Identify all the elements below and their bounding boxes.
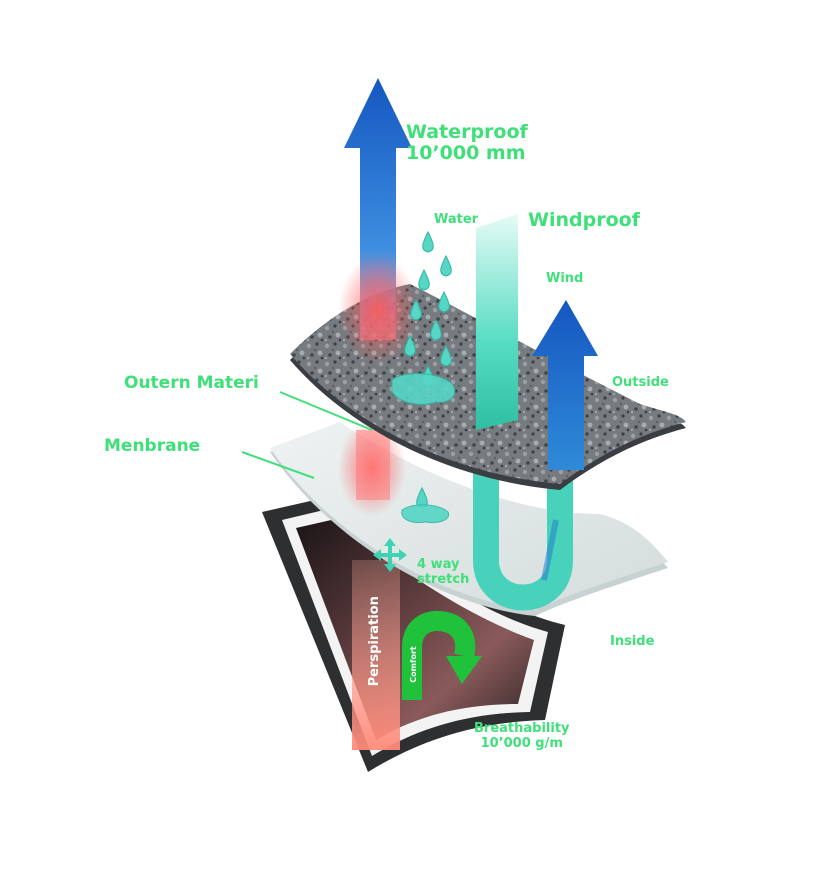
perspiration-column — [352, 560, 400, 750]
breathability-rating: 10’000 g/m — [480, 735, 563, 751]
outer-material-leader — [279, 391, 373, 431]
outside-label: Outside — [612, 375, 669, 390]
water-drop-icon — [391, 230, 456, 523]
stretch-label: 4 way stretch — [417, 557, 470, 587]
four-way-arrows-icon — [373, 538, 407, 572]
inside-label: Inside — [610, 634, 655, 649]
windproof-strip — [476, 214, 518, 430]
water-label: Water — [434, 212, 479, 227]
wind-label: Wind — [546, 271, 584, 286]
comfort-label: Comfort — [408, 646, 418, 683]
membrane-label: Menbrane — [104, 436, 201, 456]
stretch-line-2: stretch — [417, 571, 470, 587]
outer-material-label: Outern Materi — [124, 373, 259, 393]
curved-arrow-icon — [402, 611, 482, 700]
breathability-title: Breathability — [474, 721, 570, 736]
membrane-leader — [241, 451, 315, 479]
wind-arrow — [532, 300, 598, 470]
waterproof-rating: 10’000 mm — [406, 142, 526, 165]
waterproof-label: Waterproof 10’000 mm — [406, 121, 528, 165]
perspiration-label: Perspiration — [366, 596, 382, 687]
breathability-label: Breathability 10’000 g/m — [474, 721, 570, 751]
heat-column-lower — [356, 430, 390, 500]
stretch-line-1: 4 way — [417, 557, 460, 572]
waterproof-title: Waterproof — [406, 121, 528, 143]
windproof-label: Windproof — [528, 209, 640, 231]
heat-glow-upper — [338, 255, 418, 365]
wind-u-arrow — [473, 370, 573, 611]
